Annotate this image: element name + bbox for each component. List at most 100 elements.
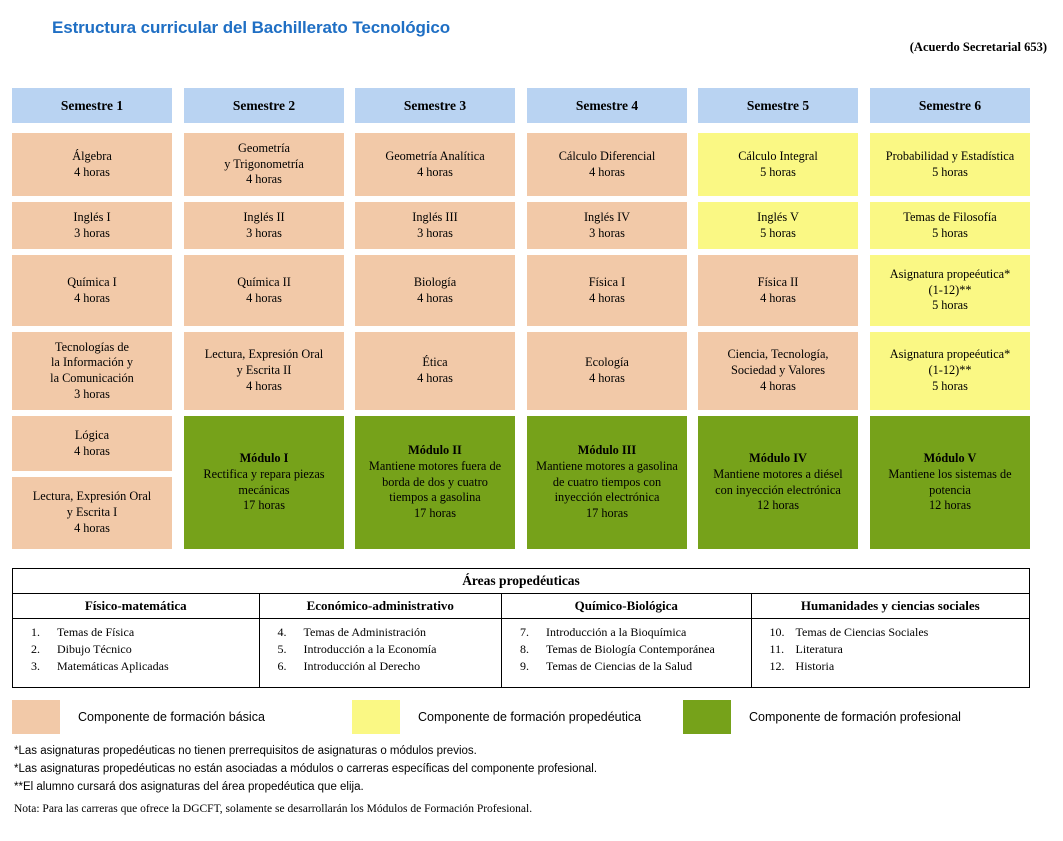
area-item-number: 12. bbox=[769, 659, 785, 674]
area-item-label: Literatura bbox=[795, 642, 843, 657]
area-list-item: 7.Introducción a la Bioquímica bbox=[502, 624, 751, 641]
card-name-line: y Escrita I bbox=[66, 505, 118, 520]
area-item-label: Introducción al Derecho bbox=[303, 659, 421, 674]
area-item-label: Introducción a la Economía bbox=[303, 642, 437, 657]
legend-label: Componente de formación propedéutica bbox=[418, 710, 642, 724]
card-name-line: (1-12)** bbox=[928, 363, 972, 378]
area-item-number: 4. bbox=[277, 625, 287, 639]
card-name-line: Ética bbox=[422, 355, 448, 370]
semester-header-2: Semestre 2 bbox=[184, 88, 344, 123]
card-hours: 5 horas bbox=[760, 164, 796, 179]
legend-label: Componente de formación básica bbox=[78, 710, 265, 724]
card-hours: 4 horas bbox=[589, 290, 625, 305]
card-name-line: la Comunicación bbox=[50, 371, 134, 385]
card-hours: 4 horas bbox=[74, 520, 110, 535]
area-list-item: 3.Matemáticas Aplicadas bbox=[13, 658, 259, 675]
legend-item: Componente de formación propedéutica bbox=[352, 700, 641, 734]
legend-label: Componente de formación profesional bbox=[749, 710, 961, 724]
card-hours: 4 horas bbox=[589, 371, 625, 385]
area-item-label: Historia bbox=[795, 659, 835, 674]
card-name-line: Inglés II bbox=[243, 209, 285, 224]
subject-card: Asignatura propeéutica*(1-12)**5 horas bbox=[870, 332, 1030, 410]
card-name-line: Sociedad y Valores bbox=[730, 363, 826, 378]
area-column-header: Económico-administrativo bbox=[259, 594, 503, 619]
card-hours: 4 horas bbox=[417, 371, 453, 385]
card-hours: 4 horas bbox=[246, 172, 282, 187]
area-item-number: 8. bbox=[520, 642, 530, 657]
card-name-line: Inglés III bbox=[412, 209, 458, 224]
card-hours: 5 horas bbox=[760, 225, 796, 240]
footnotes: *Las asignaturas propedéuticas no tienen… bbox=[14, 743, 914, 797]
legend: Componente de formación básica Componente… bbox=[12, 700, 1052, 734]
card-name-line: Mantiene motores a diésel bbox=[713, 466, 843, 481]
card-name-line: Lectura, Expresión Oral bbox=[32, 489, 152, 504]
card-hours: 5 horas bbox=[932, 378, 968, 393]
card-hours: 4 horas bbox=[417, 290, 453, 305]
card-name-line: Mantiene los sistemas de bbox=[888, 466, 1012, 481]
module-title: Módulo II bbox=[408, 443, 462, 458]
areas-table-title: Áreas propedéuticas bbox=[13, 569, 1029, 594]
card-name-line: Lectura, Expresión Oral bbox=[204, 347, 324, 362]
card-hours: 5 horas bbox=[932, 298, 968, 313]
card-name-line: Física I bbox=[588, 274, 626, 289]
area-list-item: 9.Temas de Ciencias de la Salud bbox=[502, 658, 751, 675]
module-title: Módulo V bbox=[923, 451, 977, 466]
card-name-line: Ecología bbox=[585, 355, 629, 370]
card-name-line: con inyección electrónica bbox=[715, 482, 841, 497]
card-hours: 3 horas bbox=[74, 225, 110, 240]
card-name-line: Probabilidad y Estadística bbox=[885, 148, 1015, 163]
legend-item: Componente de formación básica bbox=[12, 700, 265, 734]
card-name-line: Asignatura propeéutica* bbox=[889, 266, 1011, 281]
area-list-item: 8. Temas de Biología Contemporánea bbox=[502, 641, 751, 658]
area-item-number: 7. bbox=[520, 625, 530, 639]
area-list-item: 12. Historia bbox=[752, 658, 1029, 675]
agreement-note: (Acuerdo Secretarial 653) bbox=[909, 40, 1047, 54]
card-hours: 17 horas bbox=[242, 498, 285, 513]
area-item-label: Temas de Biología Contemporánea bbox=[546, 642, 715, 657]
card-hours: 4 horas bbox=[246, 378, 282, 393]
area-list-item: 2.Dibujo Técnico bbox=[13, 641, 259, 658]
card-hours: 5 horas bbox=[932, 225, 968, 240]
area-item-number: 6. bbox=[277, 659, 287, 674]
module-title: Módulo III bbox=[577, 443, 637, 458]
card-name-line: Cálculo Integral bbox=[738, 148, 818, 163]
area-column-header: Químico-Biológica bbox=[502, 594, 752, 619]
area-item-number: 11. bbox=[769, 642, 785, 657]
area-list-item: 1.Temas de Física bbox=[13, 624, 259, 641]
area-item-label: Temas de Ciencias Sociales bbox=[795, 625, 929, 639]
card-name-line: Álgebra bbox=[72, 148, 112, 163]
area-item-number: 10. bbox=[769, 625, 785, 639]
card-name-line: Tecnologías de bbox=[55, 339, 129, 354]
card-name-line: Mantiene motores a gasolina bbox=[536, 458, 678, 473]
area-heading: Económico-administrativo bbox=[259, 594, 502, 619]
card-name-line: Inglés IV bbox=[583, 209, 631, 224]
card-name-line: y Escrita II bbox=[236, 363, 292, 378]
card-name-line: Física II bbox=[757, 274, 799, 289]
area-item-number: 3. bbox=[31, 659, 40, 674]
card-hours: 3 horas bbox=[589, 225, 625, 240]
